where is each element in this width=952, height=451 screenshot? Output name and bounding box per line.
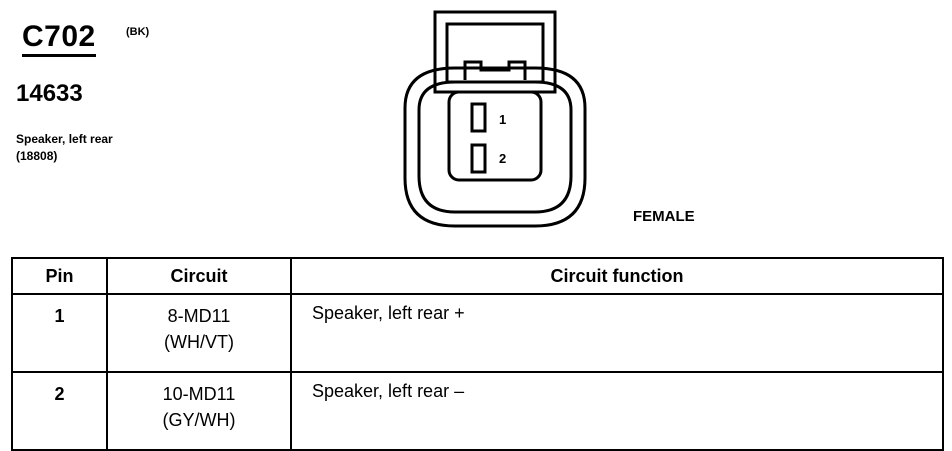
pin-number: 1 — [11, 293, 108, 373]
latch-inner — [445, 22, 545, 84]
header-circuit-function: Circuit function — [290, 257, 944, 295]
pin-number: 2 — [11, 371, 108, 451]
pin-label-2: 2 — [499, 151, 506, 166]
wire-color: (WH/VT) — [164, 332, 234, 352]
circuit-function: Speaker, left rear + — [290, 293, 944, 373]
pin-cavity-2 — [470, 143, 487, 174]
part-number: 14633 — [16, 80, 83, 107]
circuit-id: 8-MD11 — [167, 306, 231, 326]
circuit-id: 10-MD11 — [162, 384, 236, 404]
table-header-row: Pin Circuit Circuit function — [11, 257, 944, 295]
table-row: 1 8-MD11 (WH/VT) Speaker, left rear + — [11, 293, 944, 373]
connector-id: C702 — [22, 20, 96, 57]
pin-cavity-block — [447, 90, 543, 182]
circuit-cell: 8-MD11 (WH/VT) — [106, 293, 292, 373]
connector-face-diagram: 1 2 — [403, 10, 587, 228]
header-circuit: Circuit — [106, 257, 292, 295]
pin-label-1: 1 — [499, 112, 506, 127]
latch-tab — [463, 60, 527, 80]
description-code: (18808) — [16, 149, 58, 163]
circuit-function: Speaker, left rear – — [290, 371, 944, 451]
pin-table: Pin Circuit Circuit function 1 8-MD11 (W… — [11, 257, 944, 451]
header-pin: Pin — [11, 257, 108, 295]
description-text: Speaker, left rear — [16, 132, 113, 146]
connector-gender: FEMALE — [633, 208, 695, 225]
circuit-cell: 10-MD11 (GY/WH) — [106, 371, 292, 451]
table-row: 2 10-MD11 (GY/WH) Speaker, left rear – — [11, 371, 944, 451]
connector-description: Speaker, left rear (18808) — [16, 131, 113, 165]
connector-color: (BK) — [126, 26, 150, 38]
connector-inner-shell — [417, 80, 573, 214]
pin-cavity-1 — [470, 102, 487, 133]
wire-color: (GY/WH) — [162, 410, 236, 430]
